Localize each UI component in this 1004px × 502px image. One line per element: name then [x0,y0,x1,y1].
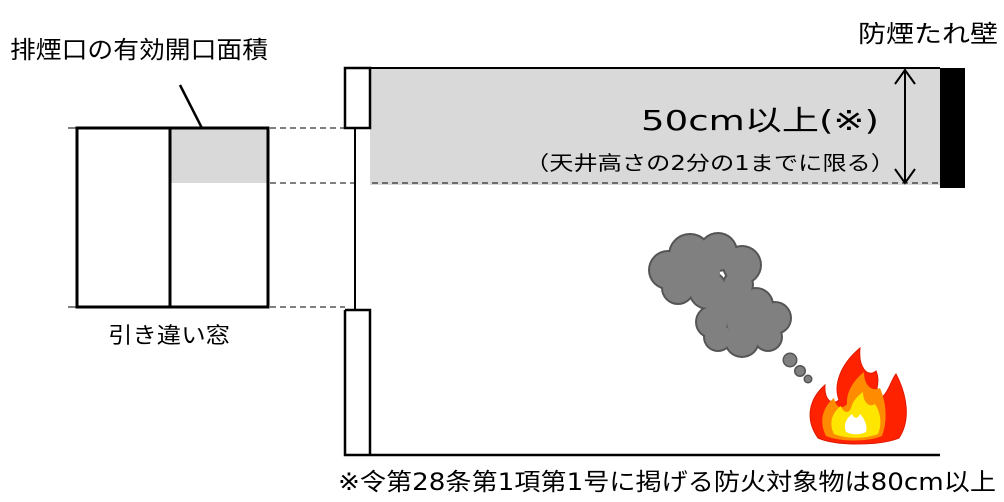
effective-opening-area-fill [171,129,267,183]
dashed-guides [270,127,355,308]
window-type-label: 引き違い窓 [108,324,230,349]
height-dimension-arrow [894,68,916,185]
effective-opening-area-label: 排煙口の有効開口面積 [10,36,268,64]
sliding-window [68,126,270,309]
footnote: ※令第28条第1項第1号に掲げる防火対象物は80cm以上 [338,468,996,496]
fire-icon [809,346,907,445]
smoke-curtain-wall-label: 防煙たれ壁 [858,20,998,48]
lower-wall-segment [343,308,372,457]
height-requirement-label: 50cm以上(※) [641,104,879,137]
smoke-curtain-wall [940,68,965,188]
height-limit-note: （天井高さの2分の1までに限る） [525,151,895,175]
smoke-cloud-icon [648,232,813,384]
room-walls [343,66,940,457]
upper-wall-segment [343,66,372,130]
smoke-layer-area [370,68,940,185]
